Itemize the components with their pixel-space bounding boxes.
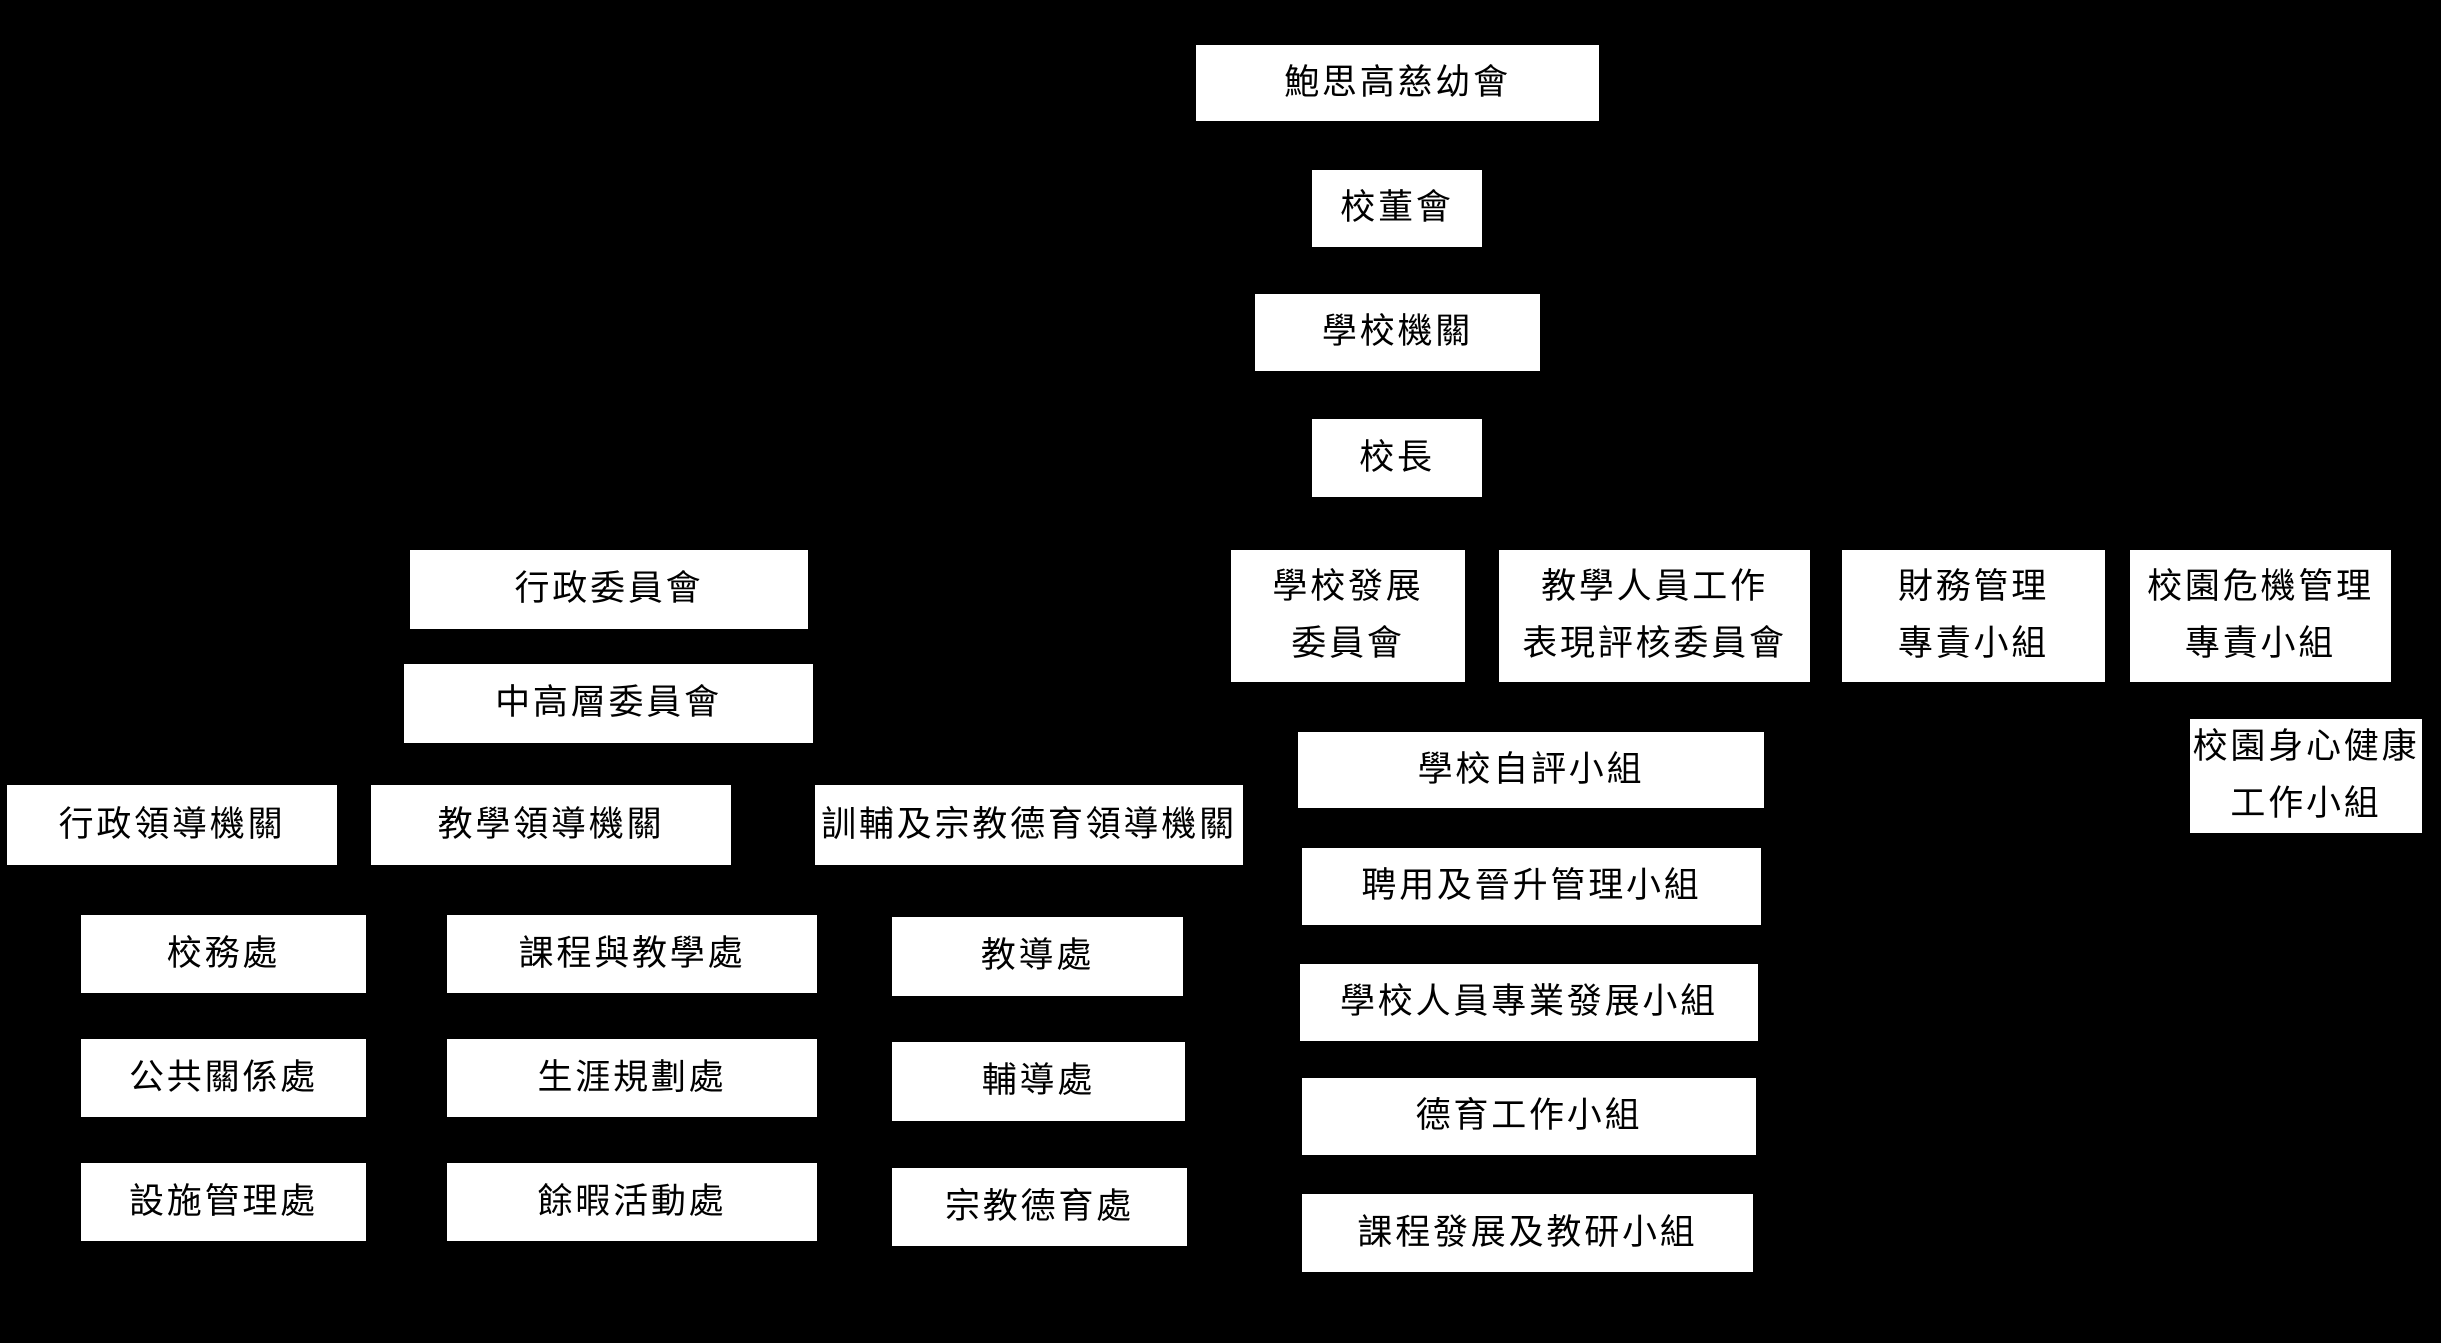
org-node-pastoral-religious-leadership: 訓輔及宗教德育領導機關 xyxy=(815,785,1243,865)
org-node-leisure-activities-office: 餘暇活動處 xyxy=(447,1163,817,1241)
org-node-curriculum-research-group: 課程發展及教研小組 xyxy=(1302,1194,1753,1272)
org-node-school-development-committee: 學校發展 委員會 xyxy=(1231,550,1465,682)
org-node-admin-committee: 行政委員會 xyxy=(410,550,808,629)
org-node-staff-appraisal-committee: 教學人員工作 表現評核委員會 xyxy=(1499,550,1810,682)
org-node-recruitment-promotion-group: 聘用及晉升管理小組 xyxy=(1302,848,1761,925)
org-node-middle-senior-committee: 中高層委員會 xyxy=(404,664,813,743)
org-node-career-planning-office: 生涯規劃處 xyxy=(447,1039,817,1117)
org-node-religious-moral-office: 宗教德育處 xyxy=(892,1168,1187,1246)
org-node-discipline-office: 教導處 xyxy=(892,917,1183,996)
org-node-moral-education-workgroup: 德育工作小組 xyxy=(1302,1078,1756,1155)
org-node-school-affairs-office: 校務處 xyxy=(81,915,366,993)
org-node-self-evaluation-group: 學校自評小組 xyxy=(1298,732,1764,808)
org-node-admin-leadership: 行政領導機關 xyxy=(7,785,337,865)
org-node-school-board: 校董會 xyxy=(1312,170,1482,247)
org-node-principal: 校長 xyxy=(1312,419,1482,497)
org-node-salesians: 鮑思高慈幼會 xyxy=(1196,45,1599,121)
org-node-counselling-office: 輔導處 xyxy=(892,1042,1185,1121)
org-node-crisis-management-taskforce: 校園危機管理 專責小組 xyxy=(2130,550,2391,682)
org-node-public-relations-office: 公共關係處 xyxy=(81,1039,366,1117)
org-node-school-authority: 學校機關 xyxy=(1255,294,1540,371)
org-node-staff-development-group: 學校人員專業發展小組 xyxy=(1300,964,1758,1041)
org-node-wellness-workgroup: 校園身心健康 工作小組 xyxy=(2190,719,2422,833)
org-node-facilities-management-office: 設施管理處 xyxy=(81,1163,366,1241)
org-node-curriculum-teaching-office: 課程與教學處 xyxy=(447,915,817,993)
org-node-financial-taskforce: 財務管理 專責小組 xyxy=(1842,550,2105,682)
org-node-teaching-leadership: 教學領導機關 xyxy=(371,785,731,865)
